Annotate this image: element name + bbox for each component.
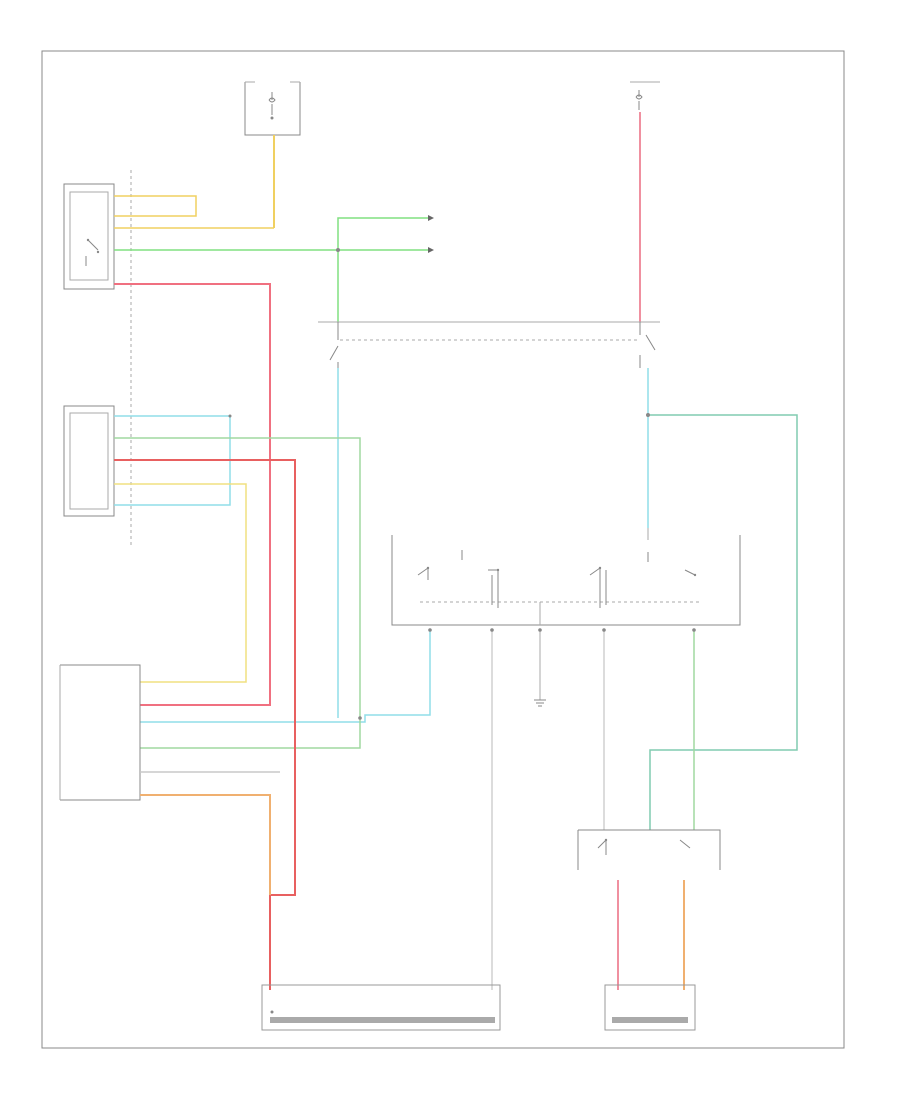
wire-tan-yel-loop xyxy=(114,195,197,217)
fuse-icon xyxy=(635,90,643,110)
switch-icon xyxy=(329,322,339,368)
relay-switch-row xyxy=(318,321,660,368)
wire-pink-main xyxy=(114,283,271,706)
ground-icon xyxy=(534,699,546,707)
connector-arrow-icon xyxy=(428,215,434,253)
left-wiper-motor xyxy=(261,984,501,1031)
wire-teal-right-loop xyxy=(648,414,798,830)
switch-icon xyxy=(488,568,500,608)
right-wiper-motor xyxy=(604,984,696,1031)
diagram-frame xyxy=(41,50,845,1049)
hot-in-run-fuse-box xyxy=(244,81,301,136)
wire-lt-blu-to-junction xyxy=(140,630,431,723)
wire-lt-grn-branch xyxy=(337,217,428,250)
fuse-icon xyxy=(268,92,276,115)
wire-tan-lt-grn xyxy=(114,437,361,749)
generic-electronic-module xyxy=(59,664,141,801)
switch-icon xyxy=(417,550,463,580)
switch-icon xyxy=(639,322,656,368)
wire-orange-gem xyxy=(140,794,271,990)
switch-icon xyxy=(597,838,691,855)
washer-switch-box xyxy=(63,405,115,517)
switch-icon xyxy=(589,566,607,608)
wire-red xyxy=(114,459,296,896)
wire-yel xyxy=(114,483,247,683)
rear-wiper-relay-box xyxy=(577,829,721,870)
multifunction-switch-module xyxy=(391,535,741,626)
hot-at-all-times-fuse-box xyxy=(630,81,660,110)
switch-icon xyxy=(85,238,100,266)
wiper-switch-box xyxy=(63,183,115,290)
switch-icon xyxy=(647,552,697,577)
